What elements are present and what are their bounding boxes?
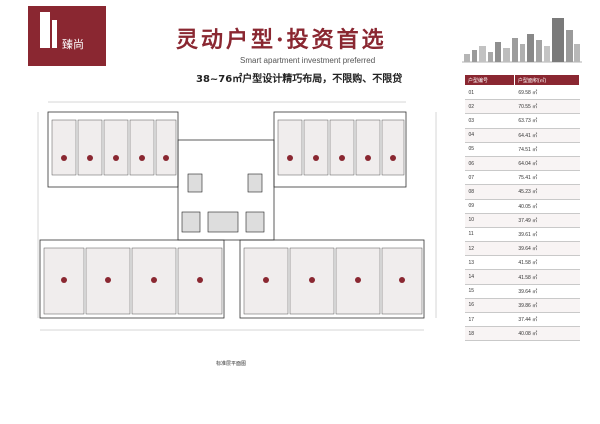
subtitle-chinese: 38~76㎡户型设计精巧布局，不限购、不限贷 [196, 74, 403, 85]
core-elements [181, 173, 265, 233]
unit-number: 03 [464, 113, 515, 129]
floor-plan [37, 101, 437, 331]
unit-area: 70.55 ㎡ [514, 99, 580, 115]
logo-building-icon-small [52, 20, 57, 48]
unit-number: 11 [464, 227, 515, 243]
floor-plan-caption: 标准层平面图 [216, 361, 247, 367]
unit-number: 02 [464, 99, 515, 115]
unit-area: 69.58 ㎡ [514, 85, 580, 101]
unit-number: 13 [464, 255, 515, 271]
unit-area: 40.08 ㎡ [514, 326, 580, 342]
unit-area: 39.64 ㎡ [514, 284, 580, 299]
page-title: 灵动户型·投资首选 [176, 27, 387, 53]
unit-area: 74.51 ㎡ [514, 142, 580, 157]
unit-number: 05 [464, 142, 515, 157]
floor-plan-outline [39, 111, 425, 319]
unit-markers [61, 155, 405, 283]
unit-area: 41.58 ㎡ [514, 255, 580, 271]
skyline-illustration [462, 18, 582, 63]
unit-number: 18 [464, 326, 515, 342]
unit-number: 17 [464, 312, 515, 328]
logo-text: 臻尚 [62, 38, 84, 51]
unit-area: 75.41 ㎡ [514, 170, 580, 186]
logo-building-icon [40, 12, 50, 48]
unit-area: 37.44 ㎡ [514, 312, 580, 328]
subtitle-english: Smart apartment investment preferred [240, 56, 376, 65]
unit-number: 08 [464, 184, 515, 200]
dimension-lines [37, 101, 437, 331]
unit-number: 09 [464, 199, 515, 214]
unit-area: 64.41 ㎡ [514, 128, 580, 143]
unit-area: 39.61 ㎡ [514, 227, 580, 243]
unit-number: 14 [464, 269, 515, 285]
unit-number: 10 [464, 213, 515, 228]
unit-number: 15 [464, 284, 515, 299]
unit-number: 16 [464, 298, 515, 314]
unit-area: 40.05 ㎡ [514, 199, 580, 214]
unit-number: 04 [464, 128, 515, 143]
unit-area: 39.86 ㎡ [514, 298, 580, 314]
unit-number: 07 [464, 170, 515, 186]
unit-number: 06 [464, 156, 515, 172]
unit-area: 64.04 ㎡ [514, 156, 580, 172]
unit-area: 45.23 ㎡ [514, 184, 580, 200]
unit-area: 37.49 ㎡ [514, 213, 580, 228]
column-header-unit: 户型编号 [464, 74, 515, 86]
unit-area: 63.73 ㎡ [514, 113, 580, 129]
unit-area: 41.58 ㎡ [514, 269, 580, 285]
unit-number: 01 [464, 85, 515, 101]
column-header-area: 户型面积(㎡) [513, 74, 581, 86]
unit-area: 39.64 ㎡ [514, 241, 580, 257]
unit-number: 12 [464, 241, 515, 257]
